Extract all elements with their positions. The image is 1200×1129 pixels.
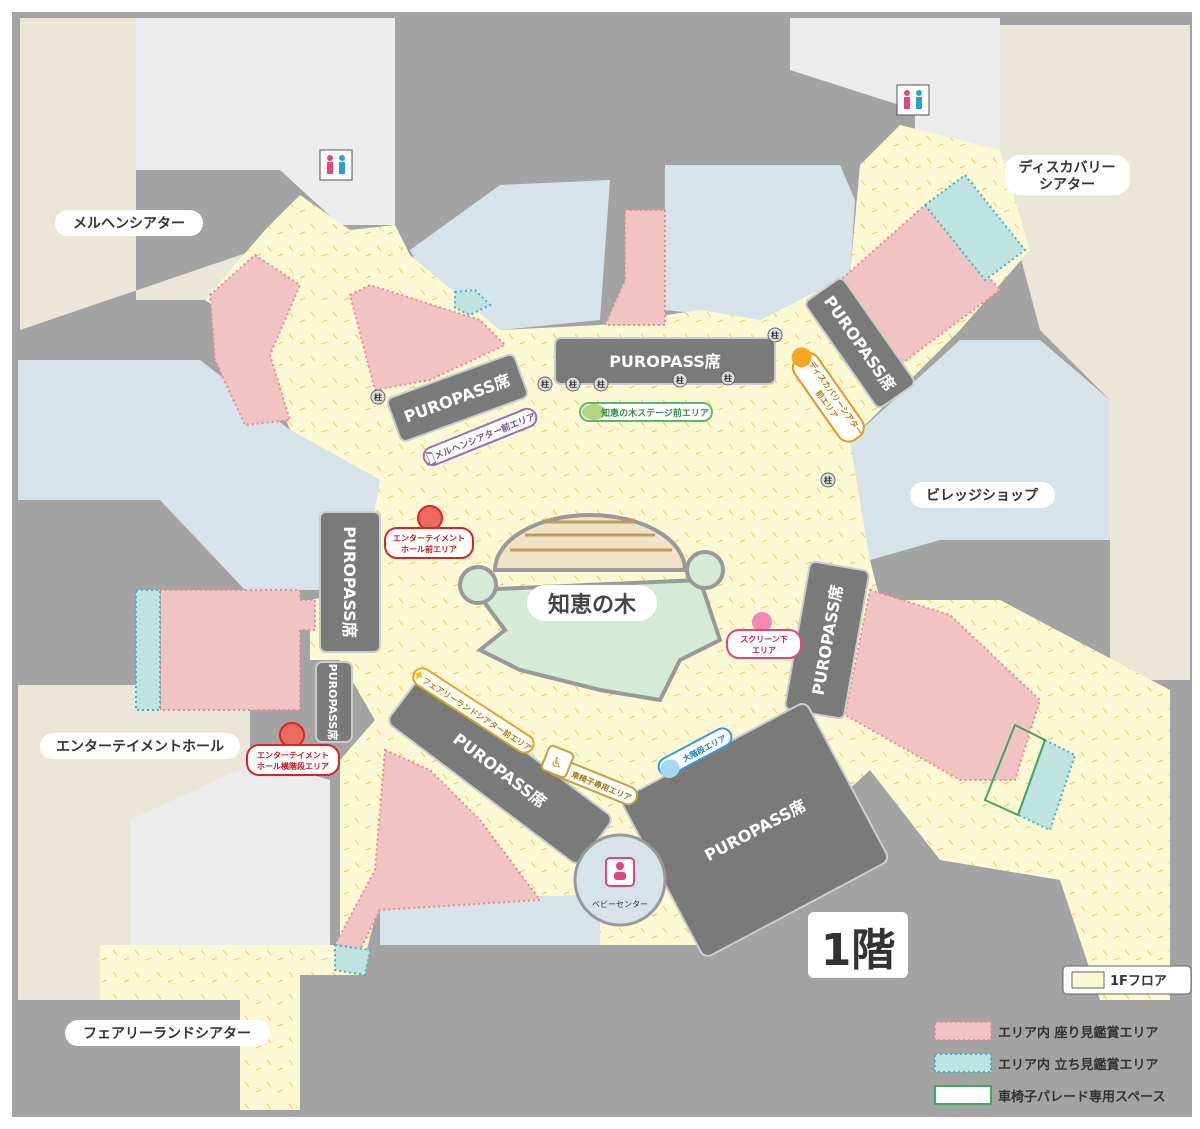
svg-text:スクリーン下: スクリーン下	[740, 634, 788, 644]
label-bg	[65, 1020, 270, 1046]
svg-text:柱: 柱	[541, 379, 549, 389]
apple-icon	[279, 722, 305, 748]
strawberry-icon	[752, 612, 772, 632]
venue-fairyland: フェアリーランドシアター	[83, 1026, 251, 1042]
svg-text:柱: 柱	[824, 475, 832, 485]
tree-label: 知恵の木	[548, 592, 637, 618]
svg-text:エリア内 座り見鑑賞エリア: エリア内 座り見鑑賞エリア	[998, 1025, 1159, 1041]
wheelchair-icon: ♿	[548, 754, 566, 774]
svg-text:柱: 柱	[771, 330, 779, 340]
svg-text:柱: 柱	[676, 375, 684, 385]
restroom-icon	[319, 149, 353, 181]
pillar-marker: 柱	[565, 376, 581, 392]
svg-text:ホール横階段エリア: ホール横階段エリア	[257, 761, 329, 771]
legend-swatch-seated	[934, 1021, 992, 1041]
seated-area	[843, 588, 1042, 781]
venue-village-shop: ビレッジショップ	[926, 488, 1039, 504]
floor-label: 1階	[821, 925, 896, 976]
venue-marchen: メルヘンシアター	[73, 216, 185, 232]
label-bg	[40, 733, 240, 759]
tree-of-wisdom: 知恵の木	[458, 513, 725, 703]
puropass-block	[319, 511, 381, 653]
pillar-marker: 柱	[820, 472, 836, 488]
svg-text:エンターテイメント: エンターテイメント	[393, 533, 465, 543]
legend-swatch-floor	[1071, 971, 1105, 989]
svg-text:エリア: エリア	[752, 646, 776, 655]
standing-area	[334, 943, 372, 977]
room-top-right	[790, 18, 1000, 150]
blue-zone-left	[18, 360, 380, 590]
seated-area	[603, 209, 666, 326]
seated-area	[333, 748, 542, 952]
svg-text:柱: 柱	[569, 379, 577, 389]
pillar-marker: 柱	[767, 327, 783, 343]
svg-text:エンターテイメント: エンターテイメント	[257, 750, 329, 760]
venue-discovery: ディスカバリー	[1018, 159, 1115, 176]
tag-entertainment-side: エンターテイメント ホール横階段エリア	[246, 722, 340, 776]
standing-area	[454, 288, 492, 317]
tag-screen: スクリーン下 エリア	[726, 612, 802, 659]
floor-badge	[808, 912, 908, 978]
puropass-block	[554, 337, 776, 385]
puropass-block	[386, 353, 529, 442]
puropass-block	[315, 661, 353, 743]
puropass-block	[805, 277, 915, 409]
baby-center-label: ベビーセンター	[592, 900, 648, 909]
svg-text:1Fフロア: 1Fフロア	[1110, 974, 1167, 989]
label-bg	[55, 210, 203, 236]
leaf-icon	[582, 404, 606, 420]
svg-text:車椅子パレード専用スペース: 車椅子パレード専用スペース	[998, 1089, 1165, 1105]
svg-text:柱: 柱	[724, 373, 732, 383]
music-note-icon: ♫	[418, 446, 441, 472]
pillar-marker: 柱	[672, 372, 688, 388]
marchen-theater-zone	[20, 18, 255, 330]
pillar-marker: 柱	[593, 376, 609, 392]
blue-zone-top-right	[665, 165, 855, 320]
restroom-icon	[896, 84, 930, 116]
legend-swatch-wheelchair	[934, 1085, 992, 1105]
puropass-label: PUROPASS席	[609, 352, 721, 371]
standing-area	[1016, 738, 1077, 832]
svg-text:柱: 柱	[597, 379, 605, 389]
room-bottom-left	[130, 760, 330, 965]
wheelchair-parade-space	[983, 723, 1047, 817]
standing-area	[135, 589, 161, 711]
tree-stage-label: 知恵の木ステージ前エリア	[600, 407, 709, 419]
gear-icon	[791, 347, 812, 368]
tag-tree-stage: 知恵の木ステージ前エリア	[579, 402, 713, 422]
label-bg	[1005, 155, 1130, 195]
svg-text:ホール前エリア: ホール前エリア	[401, 544, 457, 554]
seated-area	[348, 283, 507, 392]
standing-area	[923, 173, 1027, 282]
label-bg	[910, 482, 1055, 508]
seated-area	[208, 253, 302, 427]
tag-entertainment-front: エンターテイメント ホール前エリア	[384, 505, 474, 559]
svg-text:エリア内 立ち見鑑賞エリア: エリア内 立ち見鑑賞エリア	[998, 1057, 1159, 1073]
puropass-label: PUROPASS席	[326, 664, 340, 741]
pillar-marker: 柱	[537, 376, 553, 392]
svg-text:柱: 柱	[374, 392, 382, 402]
pillar-marker: 柱	[370, 389, 386, 405]
legend: 1Fフロア エリア内 座り見鑑賞エリア エリア内 立ち見鑑賞エリア 車椅子パレー…	[934, 965, 1192, 1105]
puropass-label: PUROPASS席	[340, 526, 359, 638]
apple-icon	[417, 505, 443, 531]
seated-area	[159, 589, 316, 711]
pillar-marker: 柱	[720, 370, 736, 386]
baby-center: ベビーセンター	[573, 833, 667, 927]
legend-swatch-standing	[934, 1053, 992, 1073]
venue-entertainment-hall: エンターテイメントホール	[56, 739, 224, 755]
venue-discovery-2: シアター	[1039, 177, 1095, 193]
